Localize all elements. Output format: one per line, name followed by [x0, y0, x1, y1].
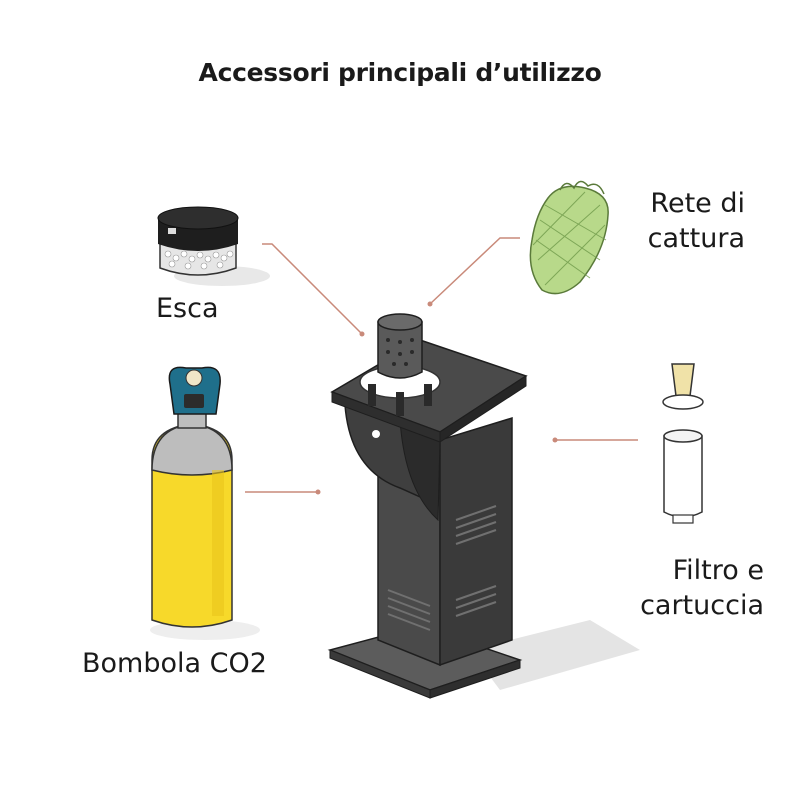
connector-dot-filtro — [552, 437, 558, 443]
capture-net — [529, 180, 609, 295]
connector-dot-esca — [359, 331, 365, 337]
connector-esca — [262, 243, 363, 335]
connector-lines — [245, 237, 638, 493]
connector-dot-rete — [427, 301, 433, 307]
co2-cylinder — [150, 366, 260, 640]
label-esca: Esca — [156, 293, 219, 324]
label-filtro-line1: Filtro e — [672, 555, 764, 586]
trap-device — [327, 313, 640, 699]
label-rete-line2: cattura — [647, 223, 745, 255]
label-bombola-co2: Bombola CO2 — [82, 648, 267, 679]
page-title: Accessori principali d’utilizzo — [198, 58, 602, 87]
label-rete-di-cattura: Rete di cattura — [600, 186, 745, 256]
connector-dot-bombola — [315, 489, 321, 495]
esca-jar — [157, 206, 270, 286]
label-filtro-e-cartuccia: Filtro e cartuccia — [590, 553, 764, 623]
label-filtro-line2: cartuccia — [640, 590, 764, 622]
filter-cartridge — [662, 363, 704, 524]
label-rete-line1: Rete di — [650, 188, 745, 219]
connector-rete — [429, 237, 520, 305]
